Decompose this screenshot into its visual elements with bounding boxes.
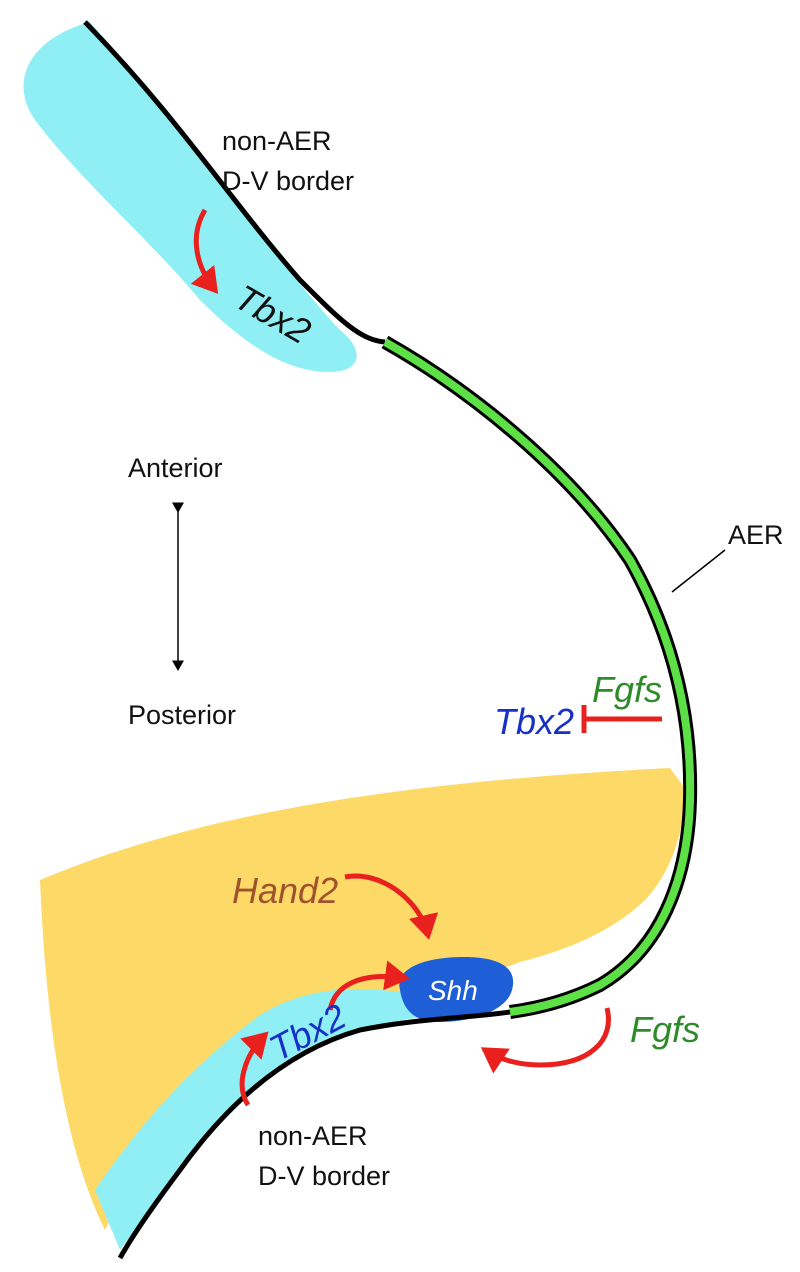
ectoderm-outline-top xyxy=(83,20,386,345)
shh-domain xyxy=(399,956,514,1022)
aer-fill xyxy=(383,338,695,1016)
arrow-tbx2-to-shh xyxy=(327,960,410,1011)
fgfs-mid-label: Fgfs xyxy=(592,669,662,710)
hand2-label: Hand2 xyxy=(232,870,338,911)
ectoderm-outline-bottom xyxy=(117,1009,511,1260)
fgfs-bottom-label: Fgfs xyxy=(630,1009,700,1050)
arrow-top-border-to-tbx2 xyxy=(190,208,219,294)
arrow-hand2-to-shh xyxy=(344,873,439,940)
anterior-tbx2-domain xyxy=(23,22,357,372)
non-aer-bottom-label-line1: non-AER xyxy=(258,1121,368,1151)
non-aer-top-label-line2: D-V border xyxy=(222,166,354,196)
arrow-fgfs-feedback xyxy=(480,1007,611,1074)
non-aer-bottom-label-line2: D-V border xyxy=(258,1161,390,1191)
anterior-label: Anterior xyxy=(128,453,223,483)
aer-leader-line xyxy=(671,549,726,593)
shh-label: Shh xyxy=(428,975,478,1006)
aer-label: AER xyxy=(728,520,784,550)
arrow-border-to-tbx2-bottom xyxy=(239,1031,269,1107)
non-aer-top-label-line1: non-AER xyxy=(222,126,332,156)
posterior-label: Posterior xyxy=(128,700,236,730)
tbx2-mid-label: Tbx2 xyxy=(494,701,574,742)
